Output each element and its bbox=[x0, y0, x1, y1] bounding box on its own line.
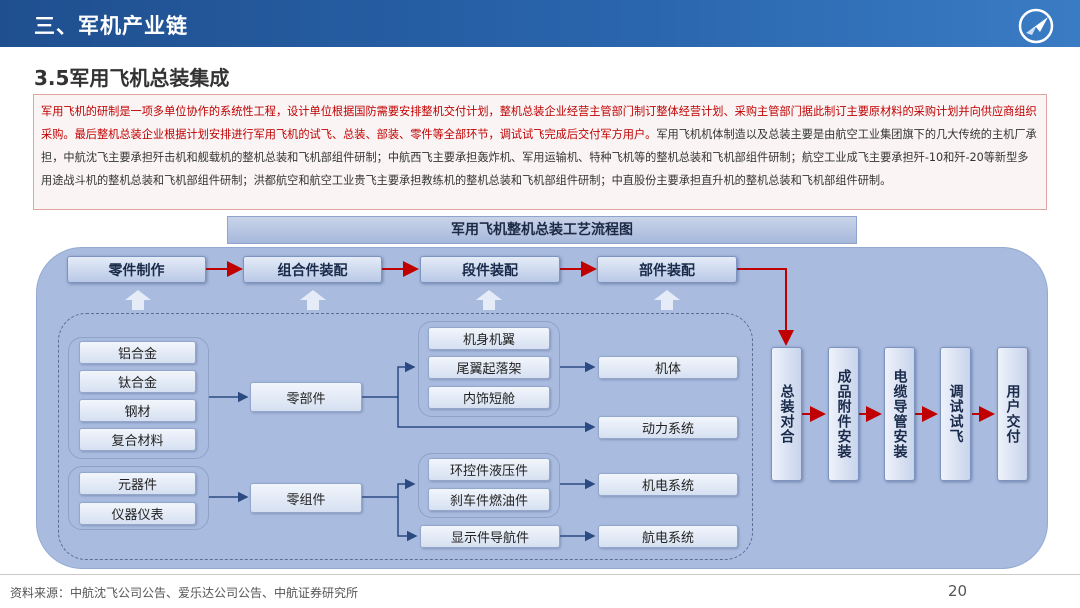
step-component-assembly: 部件装配 bbox=[597, 256, 737, 283]
system-part-item: 刹车件燃油件 bbox=[428, 488, 550, 511]
supply-region bbox=[58, 313, 753, 560]
final-step-accessory-install: 成品附件安装 bbox=[828, 347, 859, 481]
body-part-item: 机身机翼 bbox=[428, 327, 550, 350]
up-arrow-icon bbox=[476, 290, 502, 310]
up-arrow-icon bbox=[300, 290, 326, 310]
step-section-assembly: 段件装配 bbox=[420, 256, 560, 283]
final-step-delivery: 用户交付 bbox=[997, 347, 1028, 481]
intro-dark-text: 军用飞机机体制造以及总装主要是由航空工业集团旗下的几大传统的主机厂承担，中航沈飞… bbox=[41, 128, 1037, 187]
body-part-item: 内饰短舱 bbox=[428, 386, 550, 409]
components-group bbox=[68, 466, 209, 530]
material-item: 复合材料 bbox=[79, 428, 196, 451]
materials-group bbox=[68, 337, 209, 459]
source-note: 资料来源：中航沈飞公司公告、爱乐达公司公告、中航证券研究所 bbox=[10, 586, 359, 600]
avic-logo-icon bbox=[1018, 8, 1054, 44]
intro-paragraph: 军用飞机的研制是一项多单位协作的系统性工程，设计单位根据国防需要安排整机交付计划… bbox=[41, 100, 1039, 192]
section-title: 3.5军用飞机总装集成 bbox=[34, 66, 230, 90]
output-power-system: 动力系统 bbox=[598, 416, 738, 439]
footer-divider bbox=[0, 574, 1080, 575]
flow-title: 军用飞机整机总装工艺流程图 bbox=[227, 216, 857, 244]
system-part-item: 环控件液压件 bbox=[428, 458, 550, 481]
material-item: 钛合金 bbox=[79, 370, 196, 393]
page-number: 20 bbox=[948, 582, 968, 600]
chapter-title: 三、军机产业链 bbox=[34, 14, 188, 38]
intro-box: 军用飞机的研制是一项多单位协作的系统性工程，设计单位根据国防需要安排整机交付计划… bbox=[33, 94, 1047, 210]
output-avionics-system: 航电系统 bbox=[598, 525, 738, 548]
final-step-test-flight: 调试试飞 bbox=[940, 347, 971, 481]
subassembly-node: 零组件 bbox=[250, 483, 362, 513]
parts-node: 零部件 bbox=[250, 382, 362, 412]
up-arrow-icon bbox=[125, 290, 151, 310]
output-airframe: 机体 bbox=[598, 356, 738, 379]
step-assembly-assembly: 组合件装配 bbox=[243, 256, 382, 283]
header-bar: 三、军机产业链 bbox=[0, 0, 1080, 47]
material-item: 铝合金 bbox=[79, 341, 196, 364]
component-item: 仪器仪表 bbox=[79, 502, 196, 525]
final-step-final-assembly: 总装对合 bbox=[771, 347, 802, 481]
display-part-item: 显示件导航件 bbox=[420, 525, 560, 548]
intro-red-text: 军用飞机的研制是一项多单位协作的系统性工程，设计单位根据国防需要安排整机交付计划… bbox=[41, 105, 1037, 141]
component-item: 元器件 bbox=[79, 472, 196, 495]
body-part-item: 尾翼起落架 bbox=[428, 356, 550, 379]
up-arrow-icon bbox=[654, 290, 680, 310]
step-part-making: 零件制作 bbox=[67, 256, 206, 283]
system-parts-group bbox=[418, 453, 560, 518]
material-item: 钢材 bbox=[79, 399, 196, 422]
final-step-cable-install: 电缆导管安装 bbox=[884, 347, 915, 481]
output-electromechanical-system: 机电系统 bbox=[598, 473, 738, 496]
